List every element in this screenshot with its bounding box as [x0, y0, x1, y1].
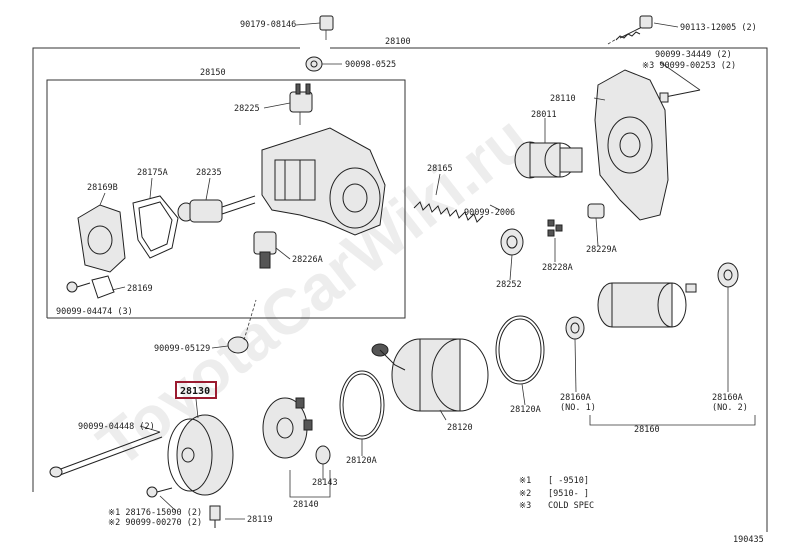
label-28229A[interactable]: 28229A — [586, 245, 617, 255]
part-28120A-top[interactable] — [495, 315, 545, 385]
part-28120A-bottom[interactable] — [339, 370, 385, 440]
label-28160A-no2-note: (NO. 2) — [712, 403, 748, 413]
part-90113-12005[interactable] — [607, 15, 653, 45]
part-90099-04474[interactable] — [66, 281, 91, 293]
frame-28150 — [46, 79, 406, 319]
part-28140[interactable] — [262, 397, 313, 459]
label-90099-04474[interactable]: 90099-04474 (3) — [56, 307, 133, 317]
part-28225[interactable] — [289, 83, 313, 125]
label-28110[interactable]: 28110 — [550, 94, 576, 104]
label-90113-12005[interactable]: 90113-12005 (2) — [680, 23, 757, 33]
label-28160[interactable]: 28160 — [634, 425, 660, 435]
legend-text-1: [ -9510] — [548, 476, 589, 486]
label-28143[interactable]: 28143 — [312, 478, 338, 488]
label-28160A-no1[interactable]: 28160A — [560, 393, 591, 403]
label-28119[interactable]: 28119 — [247, 515, 273, 525]
part-28252[interactable] — [500, 228, 524, 256]
part-90099-34449[interactable] — [659, 89, 701, 103]
frame-28100-right — [330, 47, 768, 532]
label-28160A-no2[interactable]: 28160A — [712, 393, 743, 403]
part-28160-assembly[interactable] — [597, 282, 697, 328]
highlight-box-28130[interactable] — [175, 381, 217, 399]
part-28169[interactable] — [91, 275, 115, 299]
part-28120[interactable] — [371, 338, 489, 412]
label-90099-05129[interactable]: 90099-05129 — [154, 344, 210, 354]
part-28175A[interactable] — [132, 195, 179, 259]
label-28100[interactable]: 28100 — [385, 37, 411, 47]
bracket-28140 — [289, 470, 331, 498]
legend: ※1 [ -9510] ※2 [9510- ] ※3 COLD SPEC — [519, 476, 594, 511]
label-90099-34449[interactable]: 90099-34449 (2) — [655, 50, 732, 60]
label-28228A[interactable]: 28228A — [542, 263, 573, 273]
label-28120A-bottom[interactable]: 28120A — [346, 456, 377, 466]
label-90099-00270[interactable]: ※2 90099-00270 (2) — [108, 518, 202, 528]
legend-mark-2: ※2 — [519, 489, 531, 499]
label-28011[interactable]: 28011 — [531, 110, 557, 120]
label-28150[interactable]: 28150 — [200, 68, 226, 78]
part-28226A[interactable] — [253, 231, 277, 269]
part-28119[interactable] — [209, 505, 221, 528]
label-90099-00253[interactable]: ※3 90099-00253 (2) — [642, 61, 736, 71]
legend-mark-1: ※1 — [519, 476, 531, 486]
part-28160A-no1[interactable] — [565, 316, 585, 340]
label-28169[interactable]: 28169 — [127, 284, 153, 294]
label-28225[interactable]: 28225 — [234, 104, 260, 114]
part-90099-05129[interactable] — [227, 299, 257, 354]
legend-text-2: [9510- ] — [548, 489, 589, 499]
label-90099-2006[interactable]: 90099-2006 — [464, 208, 515, 218]
label-28165[interactable]: 28165 — [427, 164, 453, 174]
label-90098-0525[interactable]: 90098-0525 — [345, 60, 396, 70]
diagram-code: 190435 — [733, 535, 764, 545]
part-28110[interactable] — [594, 69, 669, 221]
part-28235[interactable] — [177, 195, 256, 223]
label-90099-04448[interactable]: 90099-04448 (2) — [78, 422, 155, 432]
legend-text-3: COLD SPEC — [548, 501, 594, 511]
part-90179-08146[interactable] — [319, 15, 334, 40]
part-90099-04448[interactable] — [49, 431, 163, 478]
label-28120[interactable]: 28120 — [447, 423, 473, 433]
part-28130[interactable] — [167, 414, 234, 496]
part-28169B[interactable] — [77, 204, 126, 273]
part-28011[interactable] — [514, 141, 583, 179]
label-28120A-top[interactable]: 28120A — [510, 405, 541, 415]
label-90179-08146[interactable]: 90179-08146 — [240, 20, 296, 30]
legend-mark-3: ※3 — [519, 501, 531, 511]
label-28130[interactable]: 28130 — [180, 386, 210, 397]
part-28229A[interactable] — [587, 203, 605, 219]
label-28175A[interactable]: 28175A — [137, 168, 168, 178]
part-28176-15090[interactable] — [146, 486, 173, 498]
part-magnetic-switch-housing[interactable] — [261, 127, 386, 236]
bracket-28160 — [589, 415, 756, 426]
label-28140[interactable]: 28140 — [293, 500, 319, 510]
label-28169B[interactable]: 28169B — [87, 183, 118, 193]
part-90098-0525[interactable] — [305, 56, 323, 72]
leader-lines — [99, 22, 729, 520]
part-28228A[interactable] — [547, 219, 563, 237]
label-28235[interactable]: 28235 — [196, 168, 222, 178]
part-28165[interactable] — [413, 201, 484, 223]
label-28252[interactable]: 28252 — [496, 280, 522, 290]
part-28143[interactable] — [315, 445, 331, 465]
label-28176-15090[interactable]: ※1 28176-15090 (2) — [108, 508, 202, 518]
label-28160A-no1-note: (NO. 1) — [560, 403, 596, 413]
label-28226A[interactable]: 28226A — [292, 255, 323, 265]
part-28160A-no2[interactable] — [717, 262, 739, 288]
